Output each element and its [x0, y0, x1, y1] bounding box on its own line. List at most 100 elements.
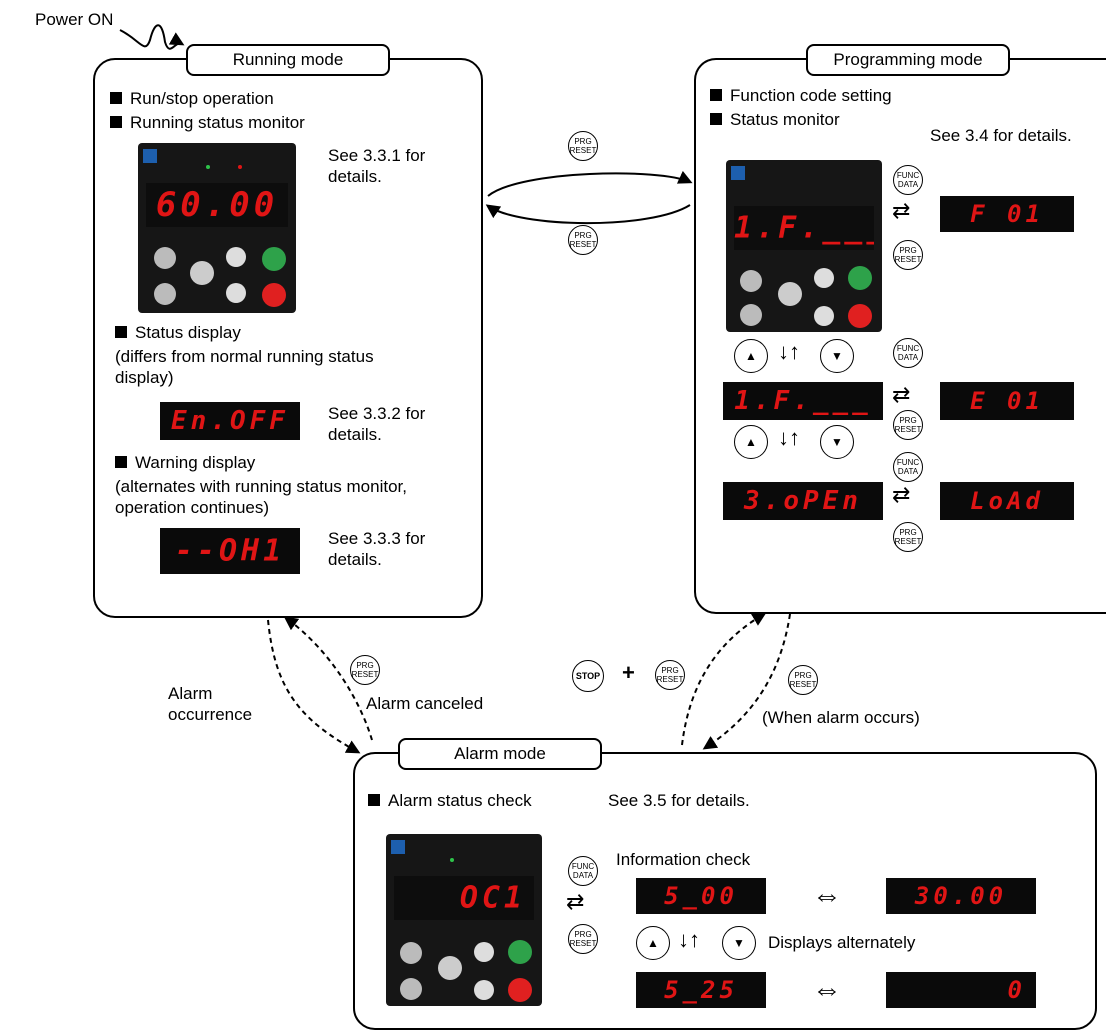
- key-text: PRG: [661, 666, 679, 675]
- func-key-icon: [154, 283, 176, 305]
- running-item-label: Running status monitor: [130, 113, 305, 132]
- key-text: DATA: [897, 467, 919, 476]
- run-key-icon: [508, 940, 532, 964]
- up-down-arrows-icon: ↓↑: [778, 339, 800, 364]
- key-text: PRG: [899, 528, 917, 537]
- brand-logo-icon: [391, 840, 405, 854]
- programming-item-status-monitor: Status monitor: [710, 109, 840, 130]
- programming-keypad: 1.F.___: [726, 160, 882, 332]
- plus-sign: +: [622, 660, 635, 685]
- key-text: RESET: [656, 675, 684, 684]
- shift-key-icon: [438, 956, 462, 980]
- alarm-occurrence-arrow: [267, 619, 361, 754]
- brand-logo-icon: [731, 166, 745, 180]
- alarm-display-2-left: 5_25: [636, 972, 766, 1008]
- key-text: RESET: [894, 255, 922, 264]
- swap-arrows-icon: ⇄: [892, 198, 911, 223]
- warning-display-panel: --OH1: [160, 528, 300, 574]
- stop-key-icon: [262, 283, 286, 307]
- prg-key-icon: [740, 270, 762, 292]
- alarm-occurrence-label: Alarm occurrence: [168, 684, 253, 724]
- alarm-to-programming-arrow: [681, 612, 767, 746]
- warning-display-note: (alternates with running status monitor,…: [115, 477, 407, 517]
- alarm-display-1-left: 5_00: [636, 878, 766, 914]
- status-display-text: En.OFF: [171, 406, 289, 436]
- running-keypad: 60.00: [138, 143, 296, 313]
- warning-display-heading: Warning display: [115, 452, 255, 473]
- key-text: PRG: [899, 416, 917, 425]
- up-key: ▲: [636, 926, 670, 960]
- key-text: PRG: [356, 661, 374, 670]
- status-display-heading-text: Status display: [135, 323, 241, 342]
- func-key-icon: [400, 978, 422, 1000]
- down-key: ▼: [820, 425, 854, 459]
- programming-to-alarm-arrow: [702, 613, 791, 750]
- key-text: DATA: [572, 871, 594, 880]
- alarm-display-1-left-text: 5_00: [664, 882, 738, 910]
- alarm-keypad: OC1: [386, 834, 542, 1006]
- information-check-label: Information check: [616, 850, 751, 869]
- key-text: RESET: [351, 670, 379, 679]
- stop-key-icon: [848, 304, 872, 328]
- up-key: ▲: [734, 339, 768, 373]
- shift-key-icon: [778, 282, 802, 306]
- when-alarm-occurs-label: (When alarm occurs): [762, 708, 920, 727]
- alarm-display-2-right-text: 0: [1007, 976, 1026, 1004]
- run-key-icon: [848, 266, 872, 290]
- key-text: RESET: [569, 240, 597, 249]
- programming-display-1-right-text: E 01: [970, 387, 1044, 415]
- prg-key-icon: [154, 247, 176, 269]
- status-led-icon: [450, 858, 454, 862]
- programming-item-function-code: Function code setting: [710, 85, 892, 106]
- programming-item-label: Function code setting: [730, 86, 892, 105]
- alarm-display-1-right: 30.00: [886, 878, 1036, 914]
- shift-key-icon: [190, 261, 214, 285]
- warning-display-heading-text: Warning display: [135, 453, 256, 472]
- swap-arrows-icon: ⇄: [566, 889, 585, 914]
- running-keypad-display-text: 60.00: [155, 185, 279, 225]
- programming-display-1-text: 1.F.___: [734, 386, 872, 416]
- up-key-icon: [226, 247, 246, 267]
- alarm-display-2-right: 0: [886, 972, 1036, 1008]
- prg-key-icon: [400, 942, 422, 964]
- status-display-heading: Status display: [115, 322, 241, 343]
- key-text: FUNC: [896, 458, 920, 467]
- key-text: FUNC: [896, 344, 920, 353]
- alarm-item-label: Alarm status check: [388, 791, 532, 810]
- programming-see-34: See 3.4 for details.: [930, 126, 1072, 145]
- running-see-331: See 3.3.1 for details.: [328, 146, 426, 186]
- double-arrow-icon: ⇔: [812, 973, 842, 1006]
- alarm-item-status-check: Alarm status check: [368, 790, 532, 811]
- running-see-332: See 3.3.2 for details.: [328, 404, 426, 444]
- to-running-arrow: [485, 204, 691, 225]
- programming-keypad-display-text: 1.F.___: [734, 210, 874, 246]
- up-down-arrows-icon: ↓↑: [778, 425, 800, 450]
- swap-arrows-icon: ⇄: [892, 382, 911, 407]
- key-text: FUNC: [571, 862, 595, 871]
- running-see-333: See 3.3.3 for details.: [328, 529, 426, 569]
- key-text: FUNC: [896, 171, 920, 180]
- func-key-icon: [740, 304, 762, 326]
- power-on-label: Power ON: [35, 10, 114, 29]
- programming-display-2-right: LoAd: [940, 482, 1074, 520]
- key-text: RESET: [569, 146, 597, 155]
- key-text: PRG: [794, 671, 812, 680]
- up-key-icon: [814, 268, 834, 288]
- running-item-label: Run/stop operation: [130, 89, 274, 108]
- status-led-icon: [238, 165, 242, 169]
- key-text: RESET: [789, 680, 817, 689]
- key-text: DATA: [897, 180, 919, 189]
- alarm-keypad-display: OC1: [394, 876, 534, 920]
- key-text: RESET: [569, 939, 597, 948]
- programming-display-2-right-text: LoAd: [970, 487, 1044, 515]
- up-key-icon: [474, 942, 494, 962]
- key-text: PRG: [574, 930, 592, 939]
- up-down-arrows-icon: ↓↑: [678, 927, 700, 952]
- stop-key: STOP: [572, 660, 604, 692]
- programming-mode-label: Programming mode: [806, 44, 1010, 76]
